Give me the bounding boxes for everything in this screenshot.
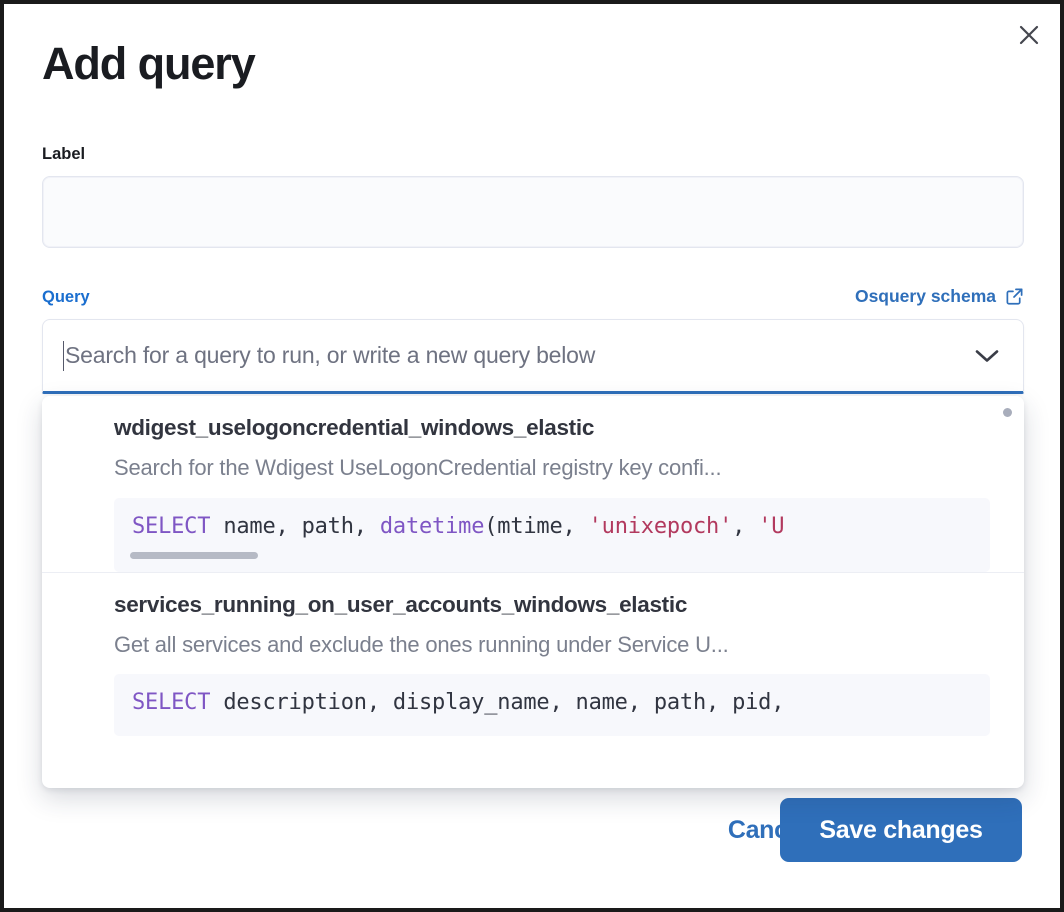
list-item[interactable]: services_running_on_user_accounts_window… — [42, 571, 1024, 736]
query-field-label: Query — [42, 288, 90, 307]
modal-body: Add query Label Query Osquery schema Sea… — [4, 4, 1060, 908]
suggestion-code-text: SELECT description, display_name, name, … — [132, 690, 785, 716]
suggestion-code-block: SELECT description, display_name, name, … — [114, 674, 990, 736]
external-link-icon — [1006, 288, 1023, 305]
text-caret — [63, 340, 64, 371]
suggestion-code-text: SELECT name, path, datetime(mtime, 'unix… — [132, 513, 785, 539]
suggestion-description: Get all services and exclude the ones ru… — [114, 631, 729, 657]
query-row: Query Osquery schema — [42, 286, 1024, 307]
chevron-down-icon-glyph — [975, 349, 999, 362]
suggestion-code-block: SELECT name, path, datetime(mtime, 'unix… — [114, 497, 990, 572]
query-combobox-wrapper: Search for a query to run, or write a ne… — [42, 319, 1024, 789]
label-field-label: Label — [42, 145, 86, 164]
page-title: Add query — [42, 38, 256, 89]
suggestion-title: services_running_on_user_accounts_window… — [114, 591, 688, 617]
list-item[interactable]: wdigest_uselogoncredential_windows_elast… — [42, 396, 1024, 572]
save-changes-button[interactable]: Save changes — [780, 798, 1022, 862]
query-suggestions-dropdown: wdigest_uselogoncredential_windows_elast… — [42, 396, 1024, 789]
close-icon-glyph — [1019, 25, 1039, 45]
label-input[interactable] — [42, 176, 1024, 249]
close-icon[interactable] — [1012, 18, 1046, 52]
query-search-placeholder: Search for a query to run, or write a ne… — [65, 342, 596, 369]
suggestion-title: wdigest_uselogoncredential_windows_elast… — [114, 415, 595, 441]
code-horizontal-scroll-track[interactable] — [114, 542, 990, 572]
dropdown-vertical-scrollbar[interactable] — [1003, 408, 1012, 418]
code-horizontal-scroll-thumb[interactable] — [130, 551, 258, 559]
osquery-schema-link-label: Osquery schema — [854, 286, 996, 307]
query-search-input[interactable]: Search for a query to run, or write a ne… — [42, 319, 1024, 395]
chevron-down-icon[interactable] — [973, 347, 1001, 365]
suggestion-description: Search for the Wdigest UseLogonCredentia… — [114, 455, 722, 481]
footer-spacer — [4, 863, 1060, 908]
osquery-schema-link[interactable]: Osquery schema — [855, 286, 1024, 307]
